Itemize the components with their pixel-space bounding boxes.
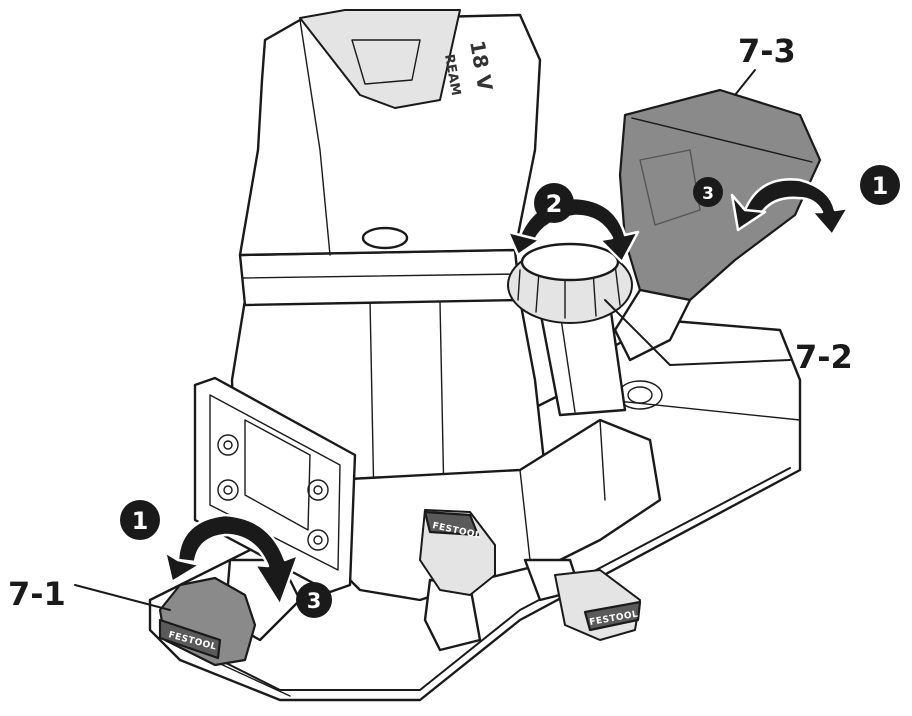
- depth-stop-knob: [507, 242, 633, 417]
- callout-7-3: 7-3: [734, 32, 796, 96]
- label-7-1: 7-1: [8, 575, 66, 613]
- step-badge-lever-3: 3: [693, 177, 723, 207]
- series-text: REAM: [441, 53, 463, 97]
- collet-housing: [328, 418, 662, 602]
- svg-text:2: 2: [546, 190, 563, 218]
- center-lever: FESTOOL: [419, 509, 496, 652]
- svg-text:3: 3: [307, 589, 322, 613]
- callout-7-1: 7-1: [8, 575, 171, 613]
- arrow-left-rotate: [163, 513, 300, 607]
- right-lever: FESTOOL: [523, 558, 642, 641]
- lever-7-3: [613, 88, 822, 362]
- guide-plate: [193, 376, 357, 594]
- step-badge-knob-2: 2: [534, 183, 574, 223]
- step-badge-left-1: 1: [120, 500, 160, 540]
- callout-7-2: 7-2: [604, 299, 853, 376]
- step-badge-lever-1: 1: [860, 165, 900, 205]
- svg-text:1: 1: [132, 507, 149, 535]
- arrow-lever-rotate: [730, 178, 850, 237]
- svg-text:3: 3: [702, 184, 714, 204]
- label-7-3: 7-3: [738, 32, 796, 70]
- label-7-2: 7-2: [795, 338, 853, 376]
- step-badge-left-3: 3: [296, 582, 332, 618]
- svg-text:1: 1: [872, 172, 889, 200]
